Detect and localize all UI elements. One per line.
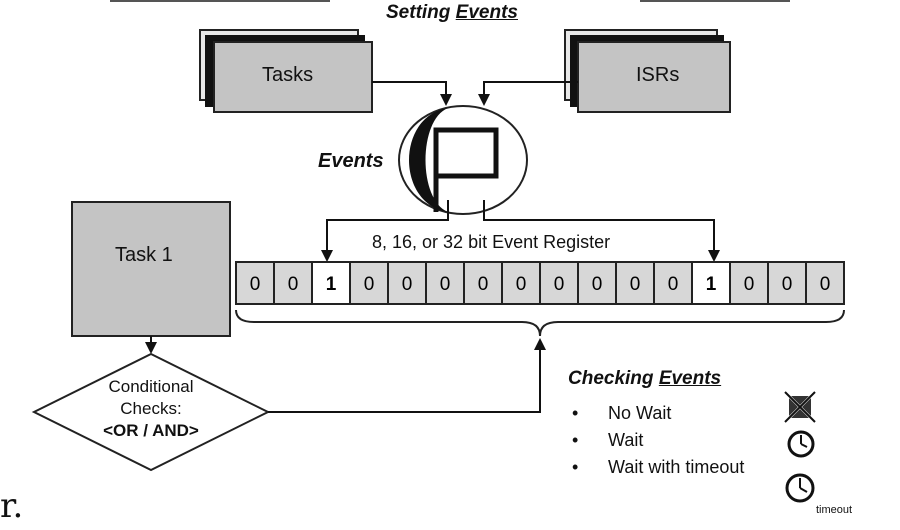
register-bit-value: 0 [592,274,603,295]
register-bit-value: 0 [288,274,299,295]
conditional-checks-label: Conditional Checks: <OR / AND> [76,376,226,442]
clock-timeout-icon [785,473,815,503]
events-to-bit-left-arrow [321,200,449,262]
register-bit-value: 0 [250,274,261,295]
conditional-line2: Checks: [120,399,182,418]
register-cell [691,261,731,305]
tasks-to-events-arrow [372,81,452,106]
register-cell [653,261,693,305]
checking-events-title: Checking Events [568,368,722,389]
isrs-label: ISRs [636,64,680,86]
register-bit-value: 0 [516,274,527,295]
register-bit-value: 0 [668,274,679,295]
register-cell [349,261,389,305]
conditional-line1: Conditional [108,377,194,396]
register-label: 8, 16, or 32 bit Event Register [372,232,611,252]
register-bit-value: 0 [820,274,831,295]
tasks-label: Tasks [262,64,314,86]
register-bit-value: 0 [554,274,565,295]
register-cell [805,261,845,305]
conditional-diamond [31,352,271,472]
register-bit-value: 1 [326,274,337,295]
isrs-to-events-arrow [478,81,578,106]
checking-events-list: No Wait Wait Wait with timeout [568,400,744,481]
task1-label: Task 1 [115,244,173,266]
stray-text: r. [0,486,24,526]
register-cell [539,261,579,305]
events-to-bit-right-arrow [483,200,720,262]
isrs-box [577,41,731,113]
register-bit-value: 1 [706,274,717,295]
register-bit-value: 0 [402,274,413,295]
no-wait-x-icon [784,391,816,423]
register-bit-value: 0 [782,274,793,295]
events-label: Events [318,150,384,172]
event-register: 0 0 1 0 0 0 0 0 0 0 0 0 1 0 0 0 [235,261,845,305]
register-cell [615,261,655,305]
checking-item-wait: Wait [568,427,744,454]
register-bit-value: 0 [364,274,375,295]
register-cell [501,261,541,305]
cropped-top-text-left [110,0,330,2]
cropped-top-text-right [640,0,790,2]
checking-item-wait-timeout: Wait with timeout [568,454,744,481]
register-cell [387,261,427,305]
clock-icon [787,430,815,458]
task1-box [71,201,231,337]
events-flag [398,105,528,215]
register-brace [235,309,845,337]
timeout-label: timeout [816,504,853,516]
setting-events-title: Setting Events [386,2,518,23]
register-cell [463,261,503,305]
register-bit-value: 0 [478,274,489,295]
register-cell [577,261,617,305]
checking-item-no-wait: No Wait [568,400,744,427]
tasks-box-stack [199,29,373,113]
tasks-box [213,41,373,113]
isrs-box-stack [564,29,731,113]
register-cell [425,261,465,305]
conditional-line3: <OR / AND> [103,421,199,440]
register-bit-value: 0 [630,274,641,295]
flag-banner [433,127,499,179]
conditional-to-register-arrow [268,338,546,413]
register-bit-value: 0 [744,274,755,295]
register-bit-value: 0 [440,274,451,295]
register-cell [311,261,351,305]
register-cell [767,261,807,305]
